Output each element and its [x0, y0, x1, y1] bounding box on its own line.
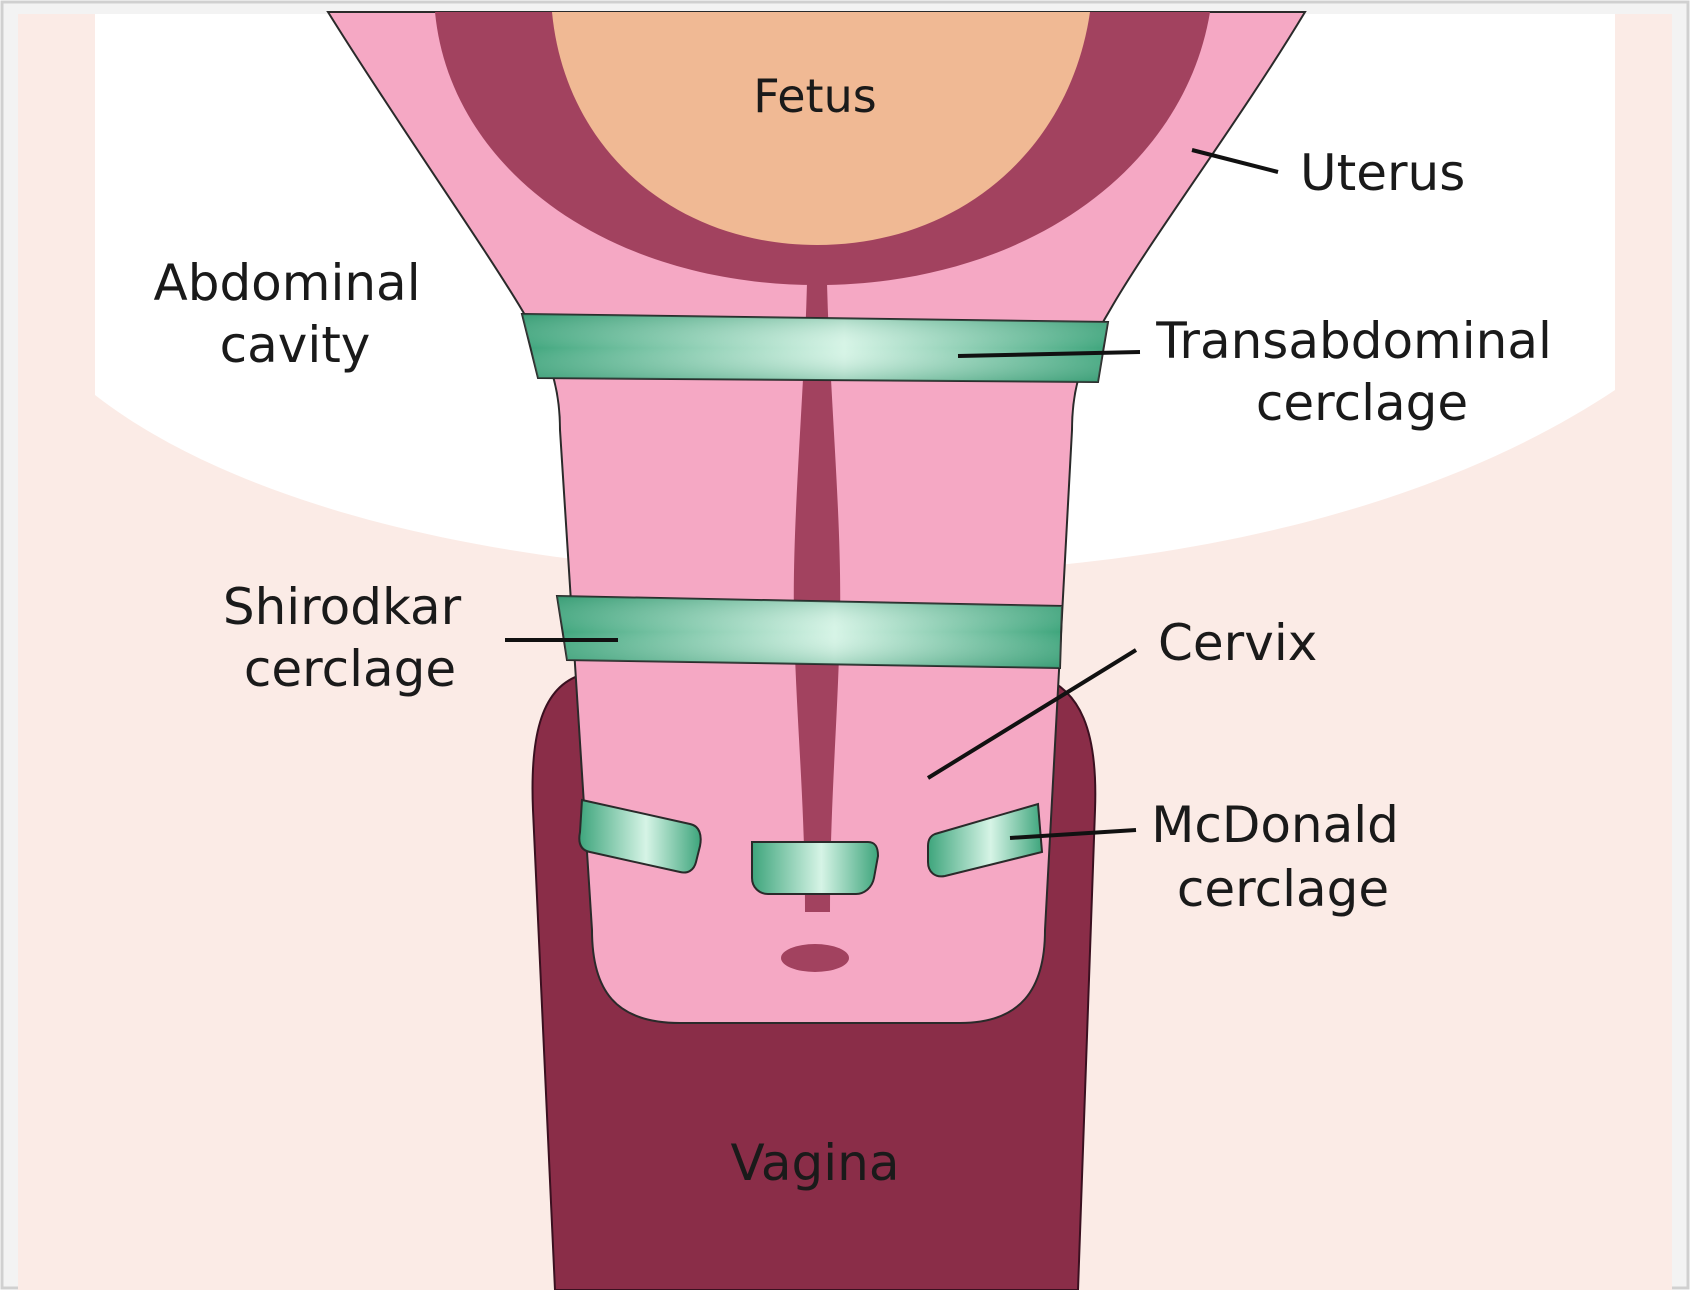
label-vagina: Vagina — [731, 1134, 900, 1192]
external-os — [781, 944, 849, 972]
mcdonald-stitch-middle — [752, 842, 878, 894]
transabdominal-band — [522, 314, 1108, 382]
label-cervix: Cervix — [1158, 614, 1317, 672]
shirodkar-band — [557, 596, 1062, 668]
label-uterus: Uterus — [1300, 144, 1465, 202]
label-fetus: Fetus — [753, 69, 876, 123]
